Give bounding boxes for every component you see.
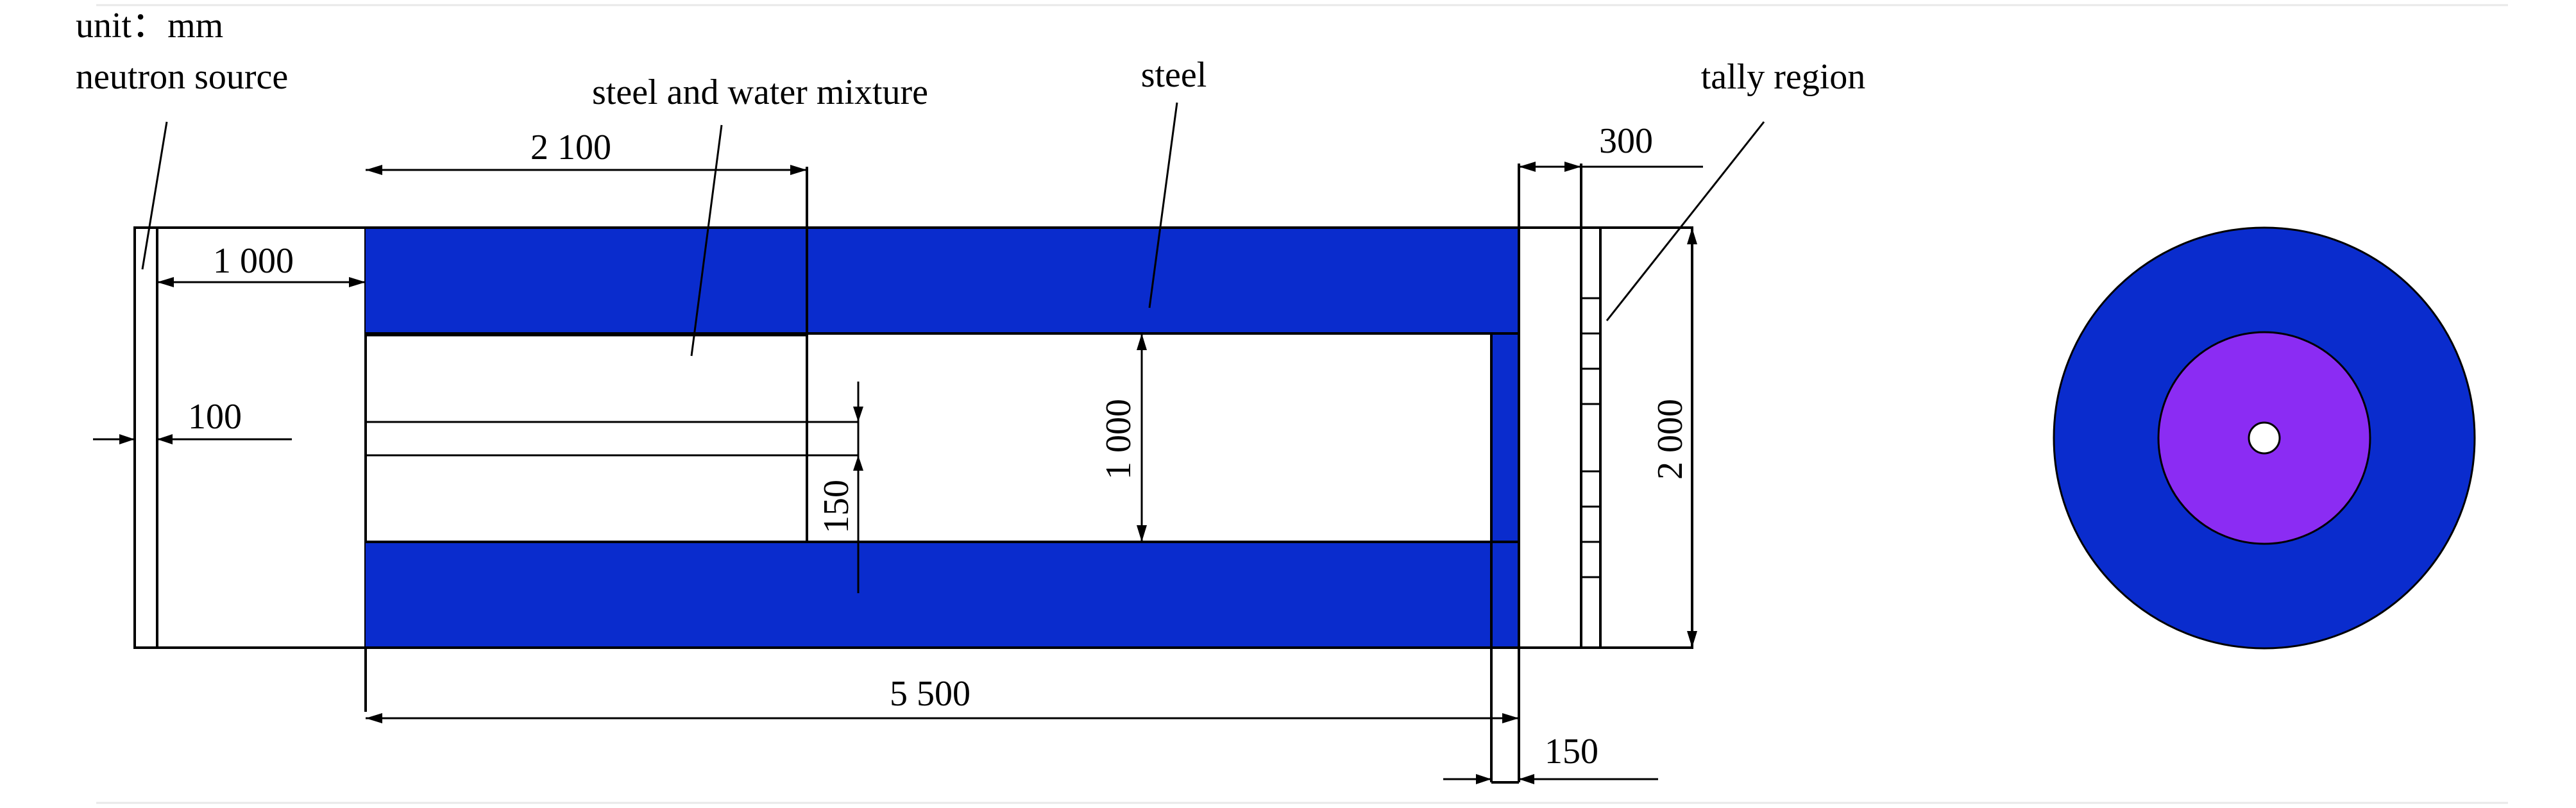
arrow	[157, 434, 173, 444]
arrow	[853, 455, 863, 471]
dim-1000-vertical-label: 1 000	[1099, 399, 1139, 480]
arrow	[1519, 774, 1534, 784]
arrow	[1502, 713, 1519, 723]
arrow	[157, 277, 174, 287]
leader-steel	[1148, 102, 1178, 308]
dim-300-label: 300	[1599, 121, 1653, 161]
tally-cells	[1581, 297, 1600, 578]
arrow	[1137, 333, 1147, 350]
leader-neutron-source	[141, 121, 168, 270]
tally-region-label: tally region	[1701, 57, 1866, 97]
steel-bottom-band	[366, 542, 1519, 646]
arrow	[790, 165, 807, 175]
arrow	[1687, 228, 1697, 244]
arrow	[1519, 162, 1536, 172]
arrow	[853, 407, 863, 422]
dim-150-vertical-label: 150	[817, 480, 856, 534]
arrow	[366, 165, 382, 175]
arrow	[119, 434, 135, 444]
dim-2100-label: 2 100	[530, 128, 611, 167]
dim-1000-top-label: 1 000	[213, 241, 294, 281]
arrow	[1687, 631, 1697, 648]
steel-water-label: steel and water mixture	[592, 72, 928, 112]
dim-100-label: 100	[188, 397, 242, 437]
cross-section-core	[2248, 421, 2281, 455]
arrow	[1137, 525, 1147, 542]
arrow	[366, 713, 382, 723]
mixture-lower	[364, 454, 808, 543]
steel-top-band	[366, 229, 1519, 333]
leader-tally-region	[1606, 121, 1765, 321]
leader-steel-water	[690, 124, 723, 357]
arrow	[1476, 774, 1491, 784]
steel-label: steel	[1141, 55, 1207, 95]
dim-2000-label: 2 000	[1650, 399, 1690, 480]
steel-right-wall	[1491, 333, 1519, 542]
arrow	[349, 277, 366, 287]
unit-label: unit：mm	[76, 6, 223, 46]
cross-section-view	[2053, 226, 2476, 650]
neutron-source-label: neutron source	[76, 57, 288, 97]
mixture-gap-notch	[806, 421, 860, 457]
dim-150-bottom-label: 150	[1545, 732, 1598, 771]
dim-5500-label: 5 500	[890, 674, 970, 714]
mixture-upper	[364, 334, 808, 423]
arrow	[1564, 162, 1581, 172]
